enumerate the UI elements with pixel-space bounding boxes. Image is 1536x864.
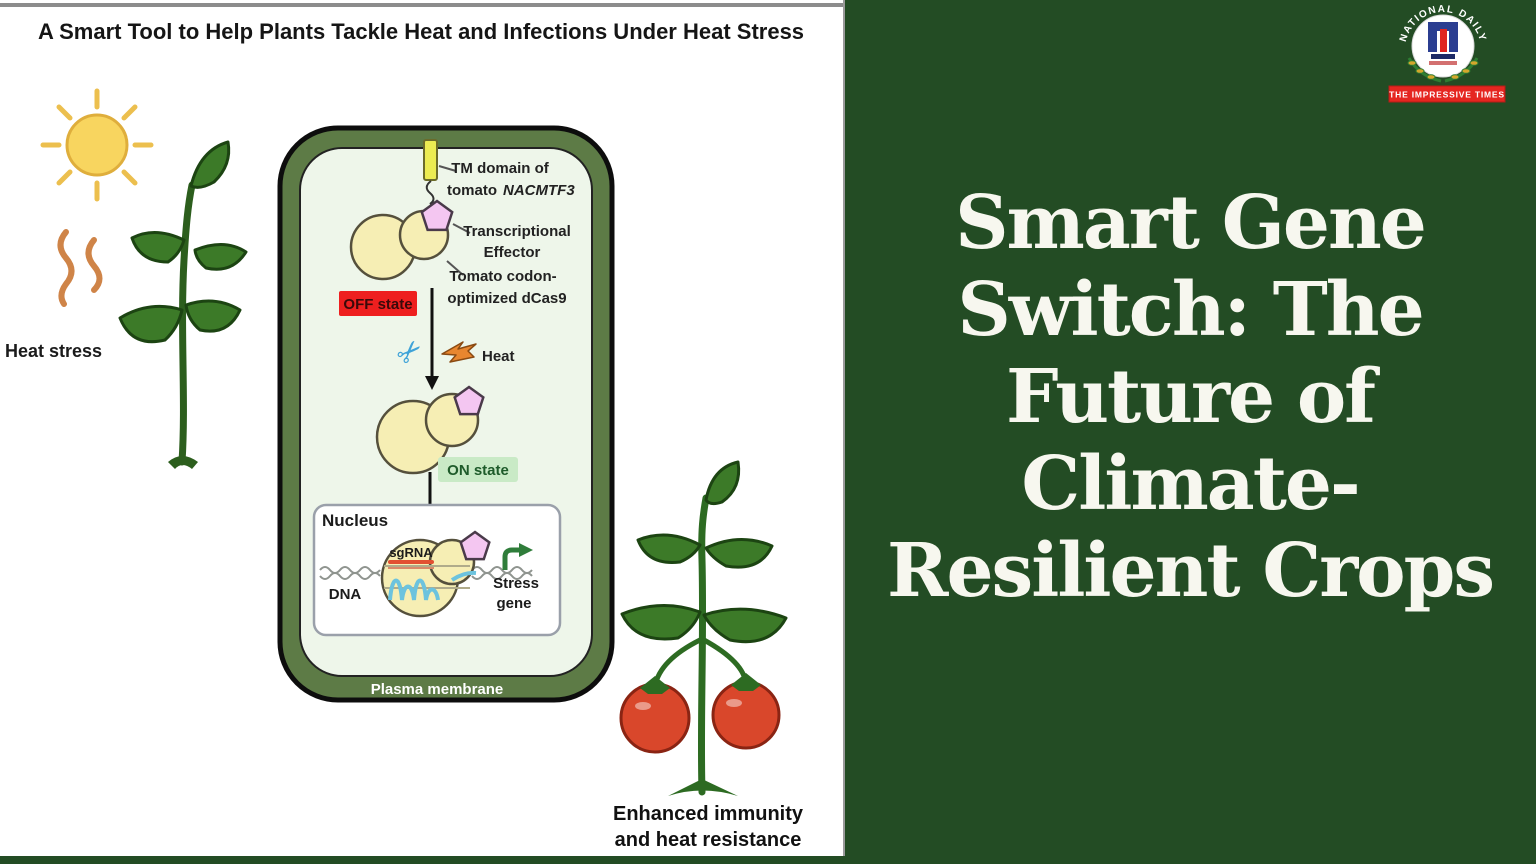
dcas9-label-line1: Tomato codon- (449, 268, 556, 285)
off-to-on-arrow (425, 288, 439, 390)
stress-gene-arrow-icon (502, 543, 533, 570)
off-state-label: OFF state (343, 296, 412, 313)
off-state-badge (339, 291, 417, 316)
heat-stress-label: Heat stress (5, 341, 102, 361)
stressed-plant-icon (118, 140, 248, 469)
sgrna-bar (388, 560, 434, 564)
headline-line-2: Switch: The (957, 267, 1424, 353)
nucleus-label: Nucleus (322, 511, 388, 530)
on-state-badge (438, 457, 518, 482)
headline-line-4: Climate- (1021, 441, 1360, 527)
result-label-line2: and heat resistance (615, 829, 802, 851)
diagram-panel: A Smart Tool to Help Plants Tackle Heat … (0, 0, 845, 856)
sun-icon (40, 88, 154, 202)
transcriptional-effector-icon (459, 530, 491, 561)
callout-lines (438, 165, 471, 276)
heat-waves-icon (57, 229, 103, 307)
on-state-label: ON state (447, 462, 509, 479)
sgrna-label: sgRNA (389, 545, 433, 560)
callout-labels: TM domain of tomato NACMTF3 Transcriptio… (447, 160, 575, 307)
tomato-calyx (731, 673, 761, 691)
dna-label: DNA (329, 586, 362, 603)
rna-scaffold-icon (450, 570, 477, 582)
tm-label-line1: TM domain of (451, 160, 549, 177)
heat-label: Heat (482, 348, 515, 365)
tm-label-line2b: NACMTF3 (503, 182, 575, 199)
result-label-line1: Enhanced immunity (613, 803, 804, 825)
transcriptional-effector-icon (453, 385, 485, 416)
tomato-plant-icon (619, 460, 788, 796)
tm-domain-icon (423, 139, 438, 181)
top-divider (0, 3, 843, 7)
nucleus-box: Nucleus sgRNA (312, 503, 562, 637)
headline-line-5: Resilient Crops (886, 528, 1495, 614)
rna-scaffold-icon (388, 578, 440, 601)
headline: Smart Gene Switch: The Future of Climate… (845, 180, 1535, 615)
headline-line-3: Future of (1005, 354, 1376, 440)
dcas9-on-blob (375, 385, 485, 475)
plasma-membrane-label: Plasma membrane (371, 681, 504, 698)
logo-monogram-icon (1428, 22, 1458, 65)
science-diagram: A Smart Tool to Help Plants Tackle Heat … (5, 19, 804, 851)
stress-gene-label-line1: Stress (493, 575, 539, 592)
logo-banner (1388, 85, 1506, 103)
effector-label-line1: Transcriptional (463, 223, 571, 240)
headline-line-1: Smart Gene (955, 180, 1427, 266)
transcriptional-effector-icon (420, 199, 454, 232)
tomato-icon (619, 682, 691, 754)
sgrna-bar-thin (388, 567, 434, 569)
effector-label-line2: Effector (484, 244, 541, 261)
tomato-icon (711, 680, 781, 750)
dna-strand (319, 566, 533, 580)
national-daily-logo: NATIONAL DAILY THE IMPRESSIVE TIMES (1388, 4, 1506, 103)
dcas9-off-blob (349, 199, 454, 281)
logo-banner-text: THE IMPRESSIVE TIMES (1389, 90, 1505, 100)
tm-linker-line (425, 180, 437, 205)
logo-laurel-leaves (1407, 60, 1479, 80)
heat-bolt-icon (441, 341, 477, 363)
tomato-calyx (640, 676, 670, 694)
diagram-title: A Smart Tool to Help Plants Tackle Heat … (38, 19, 804, 44)
dcas9-label-line2: optimized dCas9 (447, 290, 566, 307)
tm-label-line2a: tomato (447, 182, 497, 199)
stress-gene-label-line2: gene (496, 595, 531, 612)
